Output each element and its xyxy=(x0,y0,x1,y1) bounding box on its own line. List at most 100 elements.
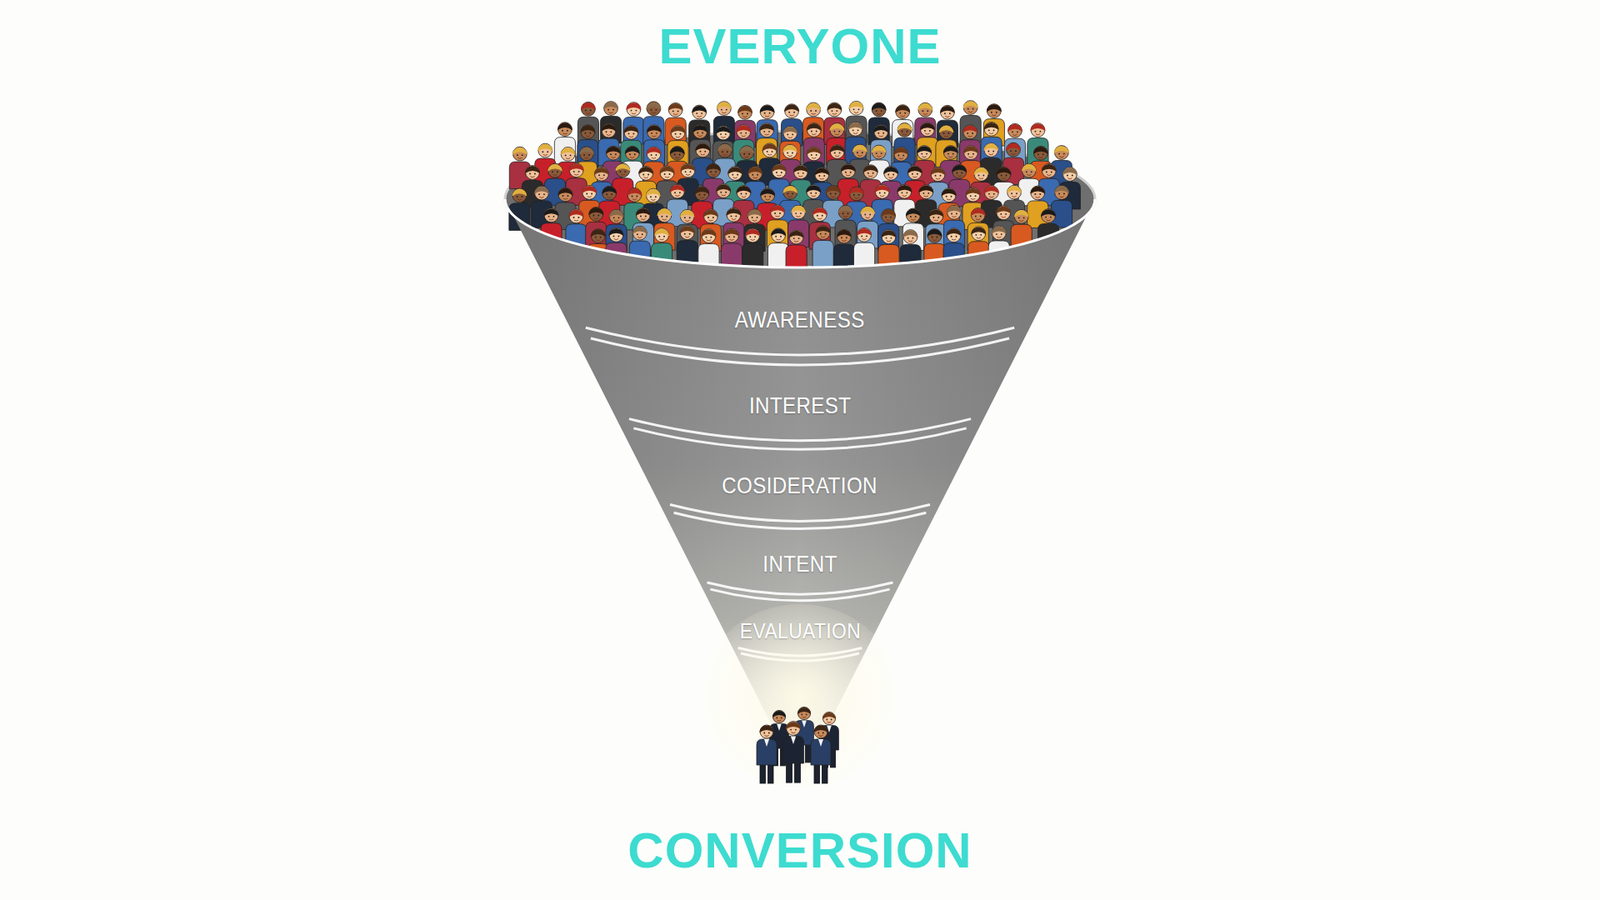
person-eye xyxy=(756,216,759,219)
person-hair xyxy=(715,126,731,135)
person-head xyxy=(964,145,979,160)
person-mouth xyxy=(650,199,655,200)
person-eye xyxy=(937,216,940,219)
person-head xyxy=(609,209,624,224)
person-head xyxy=(1006,142,1021,157)
person-mouth xyxy=(1012,135,1017,136)
person-mouth xyxy=(970,198,975,200)
person-head xyxy=(1021,163,1036,178)
person-mouth xyxy=(925,133,930,135)
person-mouth xyxy=(651,157,656,159)
person-hair xyxy=(736,185,752,194)
person-collar xyxy=(801,720,807,729)
person-eye xyxy=(786,133,789,135)
person-figure xyxy=(623,102,645,145)
person-mouth xyxy=(721,195,726,196)
person-eye xyxy=(590,109,592,111)
person-hair xyxy=(646,125,662,133)
person-eye xyxy=(988,193,990,195)
person-hair xyxy=(970,226,986,235)
person-hair xyxy=(793,165,809,173)
person-eye xyxy=(543,193,545,195)
person-mouth xyxy=(753,177,758,179)
person-hair xyxy=(717,144,733,152)
person-eye xyxy=(613,216,615,219)
person-hair xyxy=(739,145,755,154)
person-eye xyxy=(1058,153,1060,155)
stage-label: INTEREST xyxy=(749,392,852,420)
person-eye xyxy=(869,214,871,216)
person-figure xyxy=(902,208,924,250)
person-head xyxy=(760,188,775,203)
person-eye xyxy=(932,216,935,219)
person-figure xyxy=(868,102,890,145)
person-mouth xyxy=(675,157,680,159)
person-mouth xyxy=(608,112,613,114)
person-eye xyxy=(650,195,652,198)
person-eye xyxy=(852,129,855,131)
person-hair xyxy=(590,229,606,237)
person-eye xyxy=(793,111,795,114)
person-eye xyxy=(1000,213,1002,215)
person-mouth xyxy=(989,133,994,135)
person-mouth xyxy=(979,178,984,180)
person-eye xyxy=(786,151,789,154)
person-mouth xyxy=(685,174,690,175)
person-hair xyxy=(609,210,625,218)
person-eye xyxy=(791,151,794,154)
person-eye xyxy=(669,173,671,175)
band-separator xyxy=(710,589,890,601)
person-eye xyxy=(905,191,908,194)
person-mouth xyxy=(697,115,702,117)
person-head xyxy=(647,125,662,140)
person-mouth xyxy=(530,176,535,178)
person-mouth xyxy=(910,219,915,220)
funnel-rim-edge xyxy=(505,199,1095,268)
person-eye xyxy=(995,233,998,235)
person-body xyxy=(756,739,777,765)
band-separator xyxy=(706,582,893,595)
person-mouth xyxy=(563,198,568,200)
person-eye xyxy=(585,193,588,195)
person-mouth xyxy=(790,732,795,734)
person-head xyxy=(635,208,650,223)
person-eye xyxy=(629,153,631,155)
person-hair xyxy=(871,103,887,111)
person-eye xyxy=(592,215,595,217)
person-eye xyxy=(546,150,549,153)
person-head xyxy=(695,143,710,158)
person-eye xyxy=(573,216,575,219)
person-mouth xyxy=(802,716,807,719)
person-head xyxy=(946,228,961,243)
person-eye xyxy=(645,215,647,218)
person-hair xyxy=(544,208,560,216)
funnel-glow xyxy=(700,604,900,788)
person-head xyxy=(670,184,685,199)
person-head xyxy=(606,145,621,160)
person-mouth xyxy=(539,196,544,198)
person-head xyxy=(668,102,683,117)
person-eye xyxy=(710,170,712,173)
person-mouth xyxy=(817,218,822,220)
person-eye xyxy=(635,110,637,112)
crowd xyxy=(509,100,1081,273)
person-eye xyxy=(658,235,660,238)
person-eye xyxy=(880,110,883,112)
person-head xyxy=(815,167,830,182)
person-eye xyxy=(911,173,914,175)
person-eye xyxy=(842,212,845,215)
person-eye xyxy=(780,171,783,174)
person-mouth xyxy=(912,176,917,178)
person-mouth xyxy=(868,175,873,177)
person-eye xyxy=(735,215,737,217)
person-eye xyxy=(935,175,937,177)
person-mouth xyxy=(765,134,770,135)
person-eye xyxy=(1005,213,1007,215)
person-mouth xyxy=(765,115,770,117)
person-hair xyxy=(829,123,845,131)
person-eye xyxy=(701,132,704,135)
person-head xyxy=(736,125,751,140)
person-eye xyxy=(567,195,570,197)
person-eye xyxy=(745,132,747,135)
person-hair xyxy=(691,105,707,114)
